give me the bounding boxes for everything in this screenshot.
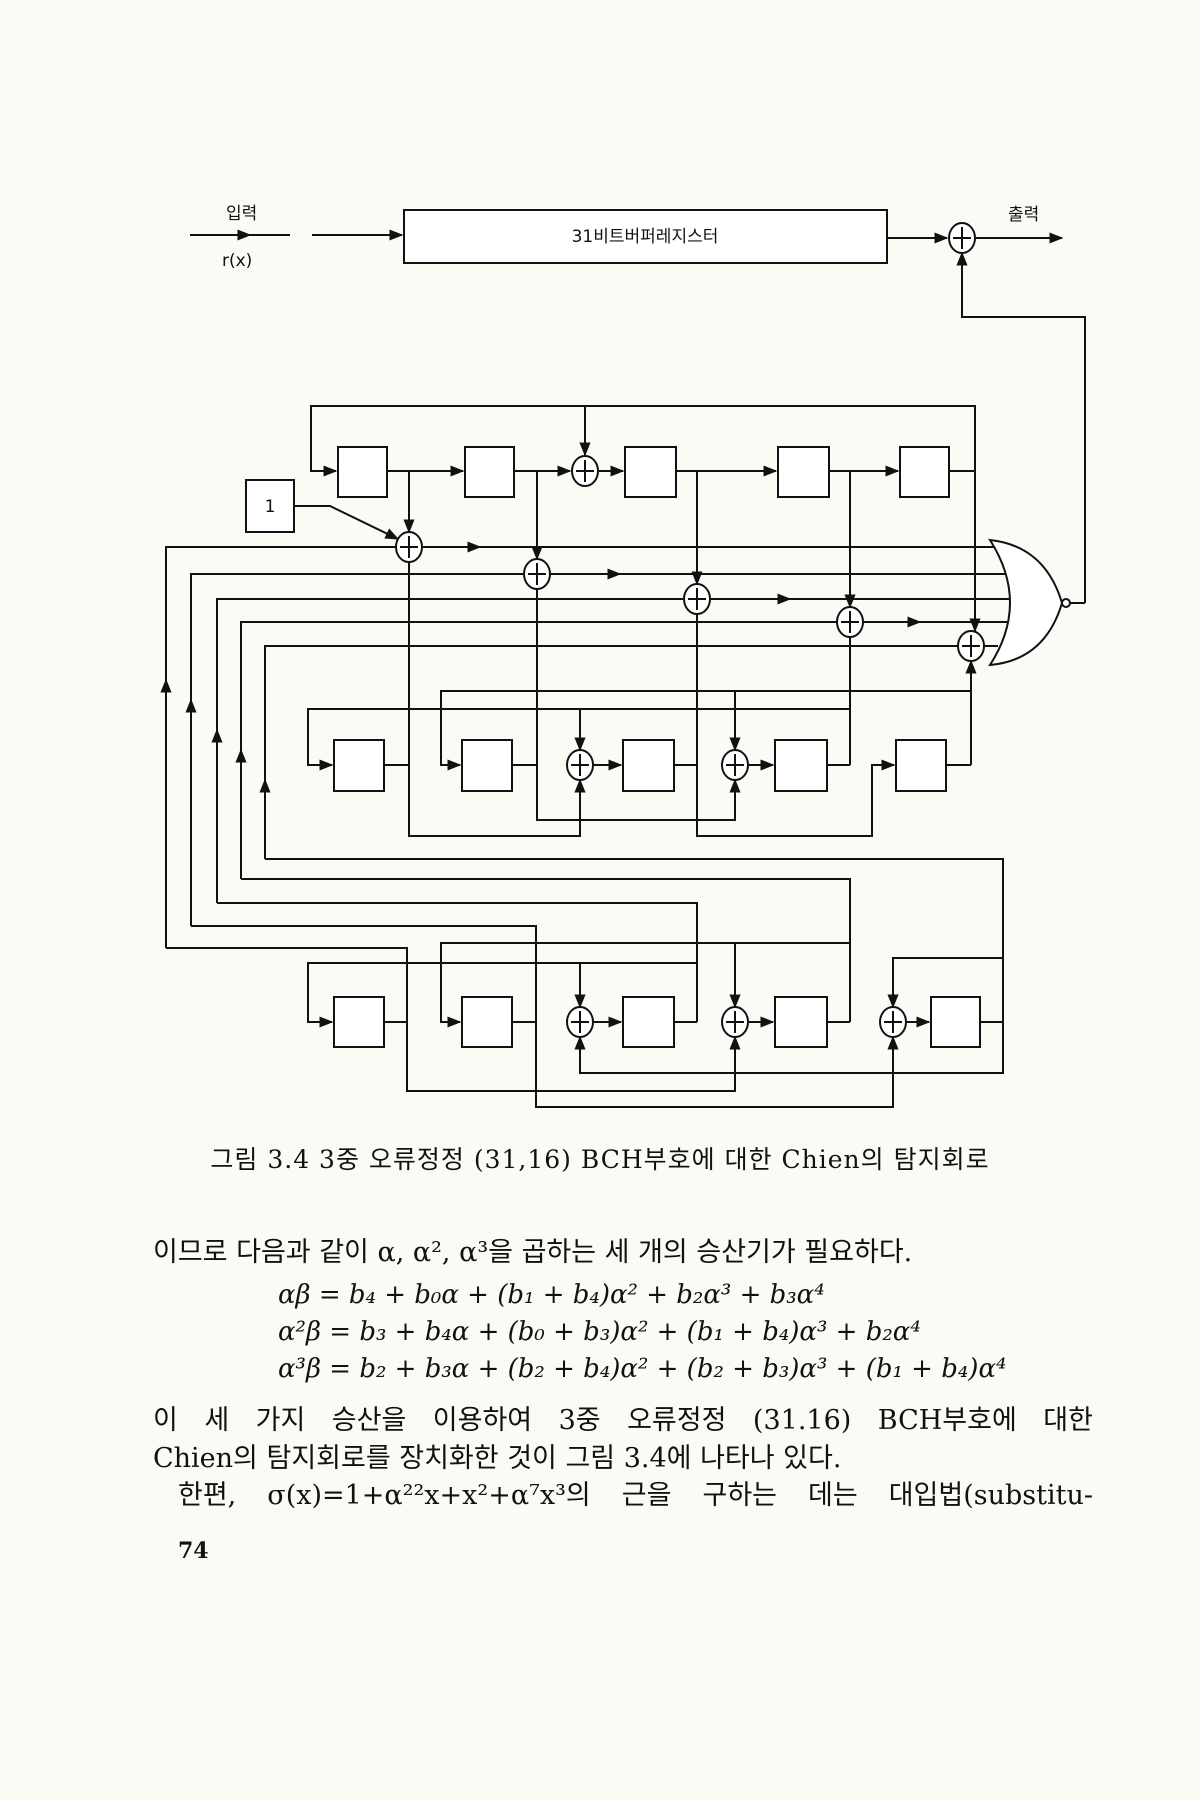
xor-adders (395, 222, 985, 1038)
page-number: 74 (178, 1538, 209, 1564)
buffer-register: 31비트버퍼레지스터 (403, 209, 888, 264)
xor-adder-icon (566, 1006, 594, 1038)
paragraph-line-1: 이 세 가지 승산을 이용하여 3중 오류정정 (31.16) BCH부호에 대… (153, 1405, 1093, 1436)
input-section: 입력 r(x) (190, 204, 404, 271)
paragraph-line-3: 한편, σ(x)=1+α²²x+x²+α⁷x³의 근을 구하는 데는 대입법(s… (178, 1480, 1093, 1511)
xor-adder-icon (523, 558, 551, 590)
constant-one-block: 1 (245, 479, 400, 540)
xor-adder-icon (721, 1006, 749, 1038)
constant-one-label: 1 (265, 497, 276, 517)
xor-adder-icon (571, 455, 599, 487)
nor-gate (988, 538, 1085, 667)
xor-adder-icon (566, 749, 594, 781)
input-label: 입력 (226, 204, 257, 224)
output-label: 출력 (1008, 205, 1039, 225)
or-gate-inputs (160, 541, 1010, 948)
equation-1: αβ = b₄ + b₀α + (b₁ + b₄)α² + b₂α³ + b₃α… (278, 1280, 825, 1310)
paragraph-line-2: Chien의 탐지회로를 장치화한 것이 그림 3.4에 나타나 있다. (153, 1443, 842, 1474)
input-signal-label: r(x) (222, 251, 252, 271)
register-row-2 (307, 561, 977, 837)
xor-adder-icon (948, 222, 976, 254)
chien-search-circuit-diagram: 입력 r(x) 31비트버퍼레지스터 출력 1 (160, 204, 1086, 1108)
output-section: 출력 (887, 205, 1086, 603)
intro-text: 이므로 다음과 같이 α, α², α³을 곱하는 세 개의 승산기가 필요하다… (153, 1237, 913, 1268)
xor-adder-icon (836, 606, 864, 638)
register-row-1 (310, 405, 981, 633)
register-row-3 (166, 858, 1004, 1108)
xor-adder-icon (721, 749, 749, 781)
xor-adder-icon (395, 531, 423, 563)
xor-adder-icon (957, 630, 985, 662)
buffer-register-label: 31비트버퍼레지스터 (572, 227, 719, 247)
xor-adder-icon (683, 583, 711, 615)
figure-caption: 그림 3.4 3중 오류정정 (31,16) BCH부호에 대한 Chien의 … (210, 1145, 990, 1174)
equation-3: α³β = b₂ + b₃α + (b₂ + b₄)α² + (b₂ + b₃)… (278, 1354, 1007, 1384)
equation-2: α²β = b₃ + b₄α + (b₀ + b₃)α² + (b₁ + b₄)… (278, 1317, 921, 1347)
xor-adder-icon (879, 1006, 907, 1038)
